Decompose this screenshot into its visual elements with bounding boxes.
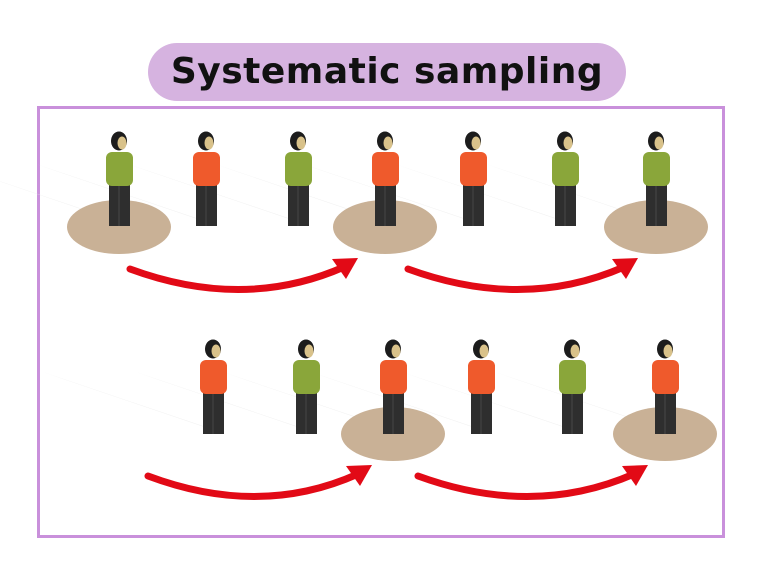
skip-arrow	[126, 258, 358, 293]
skip-arrow-shaft	[404, 263, 628, 293]
person-figure-orange	[380, 339, 407, 434]
diagram-title: Systematic sampling	[170, 51, 604, 92]
skip-arrow-head	[346, 465, 372, 486]
skip-arrow-head	[612, 258, 638, 279]
population-row-1	[106, 131, 670, 226]
person-figure-green	[643, 131, 670, 226]
selection-disc-layer	[67, 200, 717, 461]
selection-disc	[333, 200, 437, 254]
person-shirt	[106, 152, 133, 186]
title-banner: Systematic sampling	[148, 43, 626, 101]
person-figure-green	[293, 339, 320, 434]
person-figure-orange	[200, 339, 227, 434]
person-figure-orange	[193, 131, 220, 226]
population-frame	[37, 106, 725, 538]
selection-disc	[604, 200, 708, 254]
person-face	[471, 136, 481, 150]
person-face	[117, 136, 127, 150]
person-face	[654, 136, 664, 150]
person-shirt	[652, 360, 679, 394]
person-face	[211, 344, 221, 358]
person-shirt	[285, 152, 312, 186]
person-figure-orange	[468, 339, 495, 434]
person-face	[304, 344, 314, 358]
person-shirt	[293, 360, 320, 394]
person-shirt	[468, 360, 495, 394]
skip-arrow-shaft	[414, 470, 638, 500]
person-face	[563, 136, 573, 150]
person-face	[391, 344, 401, 358]
person-shadow	[43, 372, 219, 432]
person-shirt	[460, 152, 487, 186]
people-layer	[106, 131, 679, 434]
skip-arrow	[404, 258, 638, 293]
person-shirt	[372, 152, 399, 186]
person-shirt	[559, 360, 586, 394]
skip-arrow	[144, 465, 372, 500]
skip-arrow-shaft	[126, 263, 348, 293]
skip-arrow	[414, 465, 648, 500]
person-face	[204, 136, 214, 150]
skip-arrow-shaft	[144, 470, 362, 500]
person-shirt	[380, 360, 407, 394]
person-shirt	[552, 152, 579, 186]
person-figure-green	[285, 131, 312, 226]
skip-arrow-head	[332, 258, 358, 279]
person-face	[383, 136, 393, 150]
person-figure-green	[106, 131, 133, 226]
person-face	[663, 344, 673, 358]
person-shirt	[643, 152, 670, 186]
person-figure-orange	[652, 339, 679, 434]
person-face	[570, 344, 580, 358]
population-row-2	[200, 339, 679, 434]
person-face	[479, 344, 489, 358]
skip-arrow-head	[622, 465, 648, 486]
person-figure-orange	[372, 131, 399, 226]
person-shirt	[200, 360, 227, 394]
person-figure-orange	[460, 131, 487, 226]
person-shirt	[193, 152, 220, 186]
person-figure-green	[552, 131, 579, 226]
selection-disc	[67, 200, 171, 254]
person-face	[296, 136, 306, 150]
arrow-layer	[126, 258, 648, 500]
person-figure-green	[559, 339, 586, 434]
